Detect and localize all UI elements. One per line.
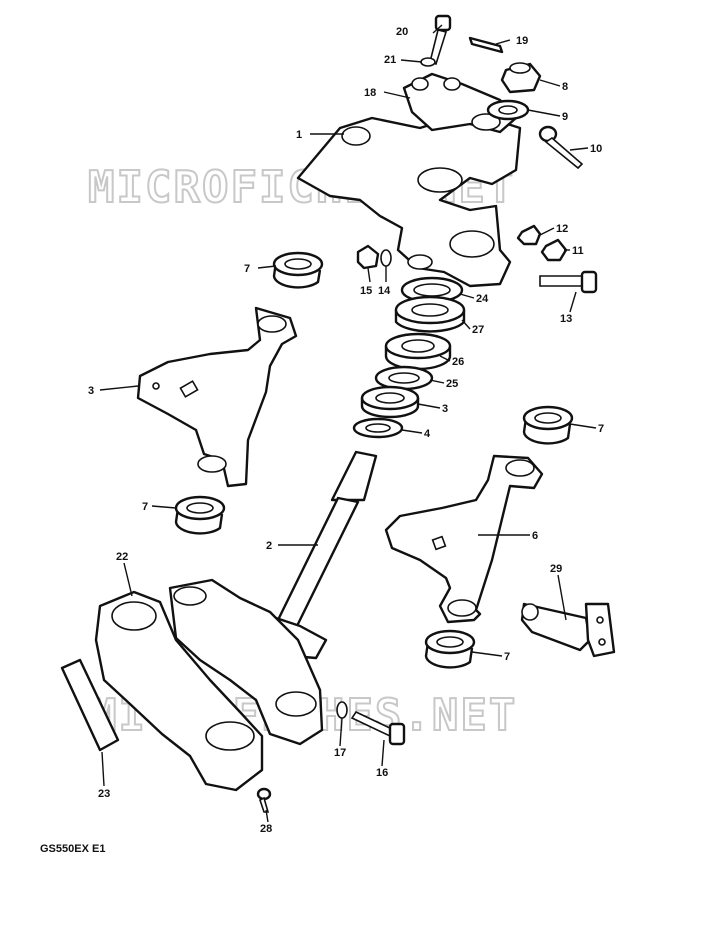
callout-22: 22 [116,551,128,563]
plate-23 [60,658,120,752]
bolt-20 [420,14,452,67]
bolt-28 [256,787,272,813]
callout-labels: 20 21 19 8 9 10 18 1 12 11 13 15 14 24 2… [88,26,604,835]
washer-17 [336,701,348,719]
nut-15 [356,244,380,270]
callout-7-d: 7 [504,651,510,663]
callout-2: 2 [266,540,272,552]
callout-7-c: 7 [598,423,604,435]
callout-12: 12 [556,223,568,235]
callout-8: 8 [562,81,568,93]
callout-15: 15 [360,285,372,297]
callout-11: 11 [572,245,584,257]
callout-16: 16 [376,767,388,779]
leader-lines [99,24,597,823]
callout-14: 14 [378,285,391,297]
callout-21: 21 [384,54,396,66]
steering-lock-29 [520,602,616,658]
bolt-10 [538,125,584,170]
clip-19 [468,36,504,54]
callout-1: 1 [296,129,302,141]
washer-14 [380,249,392,267]
grommet-7-d [424,629,476,669]
callout-19: 19 [516,35,528,47]
grommet-7-b [174,495,226,535]
left-headlight-bracket [136,306,298,488]
callout-4: 4 [424,428,431,440]
callout-3: 3 [442,403,448,415]
callout-7-b: 7 [142,501,148,513]
callout-26: 26 [452,356,464,368]
grommet-7-c [522,405,574,445]
callout-23: 23 [98,788,110,800]
nut-12 [516,224,542,246]
bolt-13 [539,270,598,294]
callout-20: 20 [396,26,408,38]
callout-9: 9 [562,111,568,123]
grommet-7-a [272,251,324,289]
callout-6: 6 [532,530,538,542]
bolt-16 [350,710,406,746]
under-bracket [94,578,324,792]
callout-24: 24 [476,293,489,305]
callout-17: 17 [334,747,346,759]
callout-29: 29 [550,563,562,575]
cap-nut-8 [500,62,542,94]
right-headlight-bracket [384,454,544,624]
model-code: GS550EX E1 [40,843,105,855]
upper-bracket [296,72,522,288]
bearing-stack [352,276,466,439]
callout-18: 18 [364,87,376,99]
nut-11 [540,238,568,262]
callout-10: 10 [590,143,602,155]
callout-3-bracket: 3 [88,385,94,397]
callout-13: 13 [560,313,572,325]
callout-28: 28 [260,823,272,835]
callout-27: 27 [472,324,484,336]
callout-7-a: 7 [244,263,250,275]
callout-25: 25 [446,378,458,390]
